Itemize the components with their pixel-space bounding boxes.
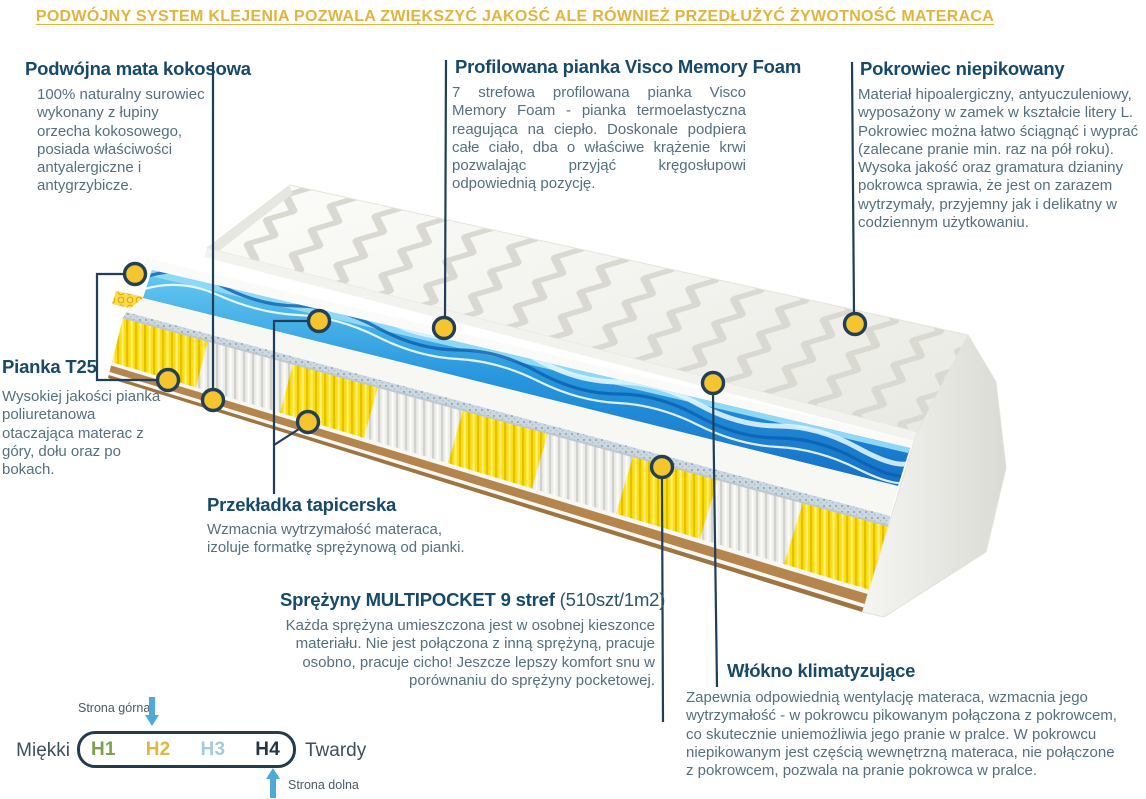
sprezyny-leader-line bbox=[660, 477, 665, 723]
sprezyny-marker bbox=[649, 454, 675, 480]
hardness-h1: H1 bbox=[91, 738, 116, 760]
section-pokrowiec: Pokrowiec niepikowany Materiał hipoalerg… bbox=[858, 58, 1146, 232]
section-kokosowa-title: Podwójna mata kokosowa bbox=[25, 58, 251, 79]
mattress-end-face bbox=[861, 334, 1007, 618]
pokrowiec-marker bbox=[842, 311, 868, 337]
section-przekladka-title: Przekładka tapicerska bbox=[207, 494, 397, 515]
leader-lines bbox=[95, 59, 856, 723]
section-wlokno-body: Zapewnia odpowiednią wentylację materaca… bbox=[686, 689, 1117, 780]
hardness-scale-box: H1 H2 H3 H4 bbox=[77, 731, 296, 768]
section-sprezyny-title-note: (510szt/1m2) bbox=[554, 589, 666, 610]
section-sprezyny-title: Sprężyny MULTIPOCKET 9 stref (510szt/1m2… bbox=[280, 589, 665, 611]
visco-layer bbox=[143, 270, 910, 486]
section-pianka-title: Pianka T25 bbox=[2, 356, 97, 377]
top-banner: PODWÓJNY SYSTEM KLEJENIA POZWALA ZWIĘKSZ… bbox=[35, 8, 995, 25]
profilowana-leader-line bbox=[443, 59, 448, 319]
coir-bottom-edge bbox=[108, 375, 864, 612]
section-sprezyny: Sprężyny MULTIPOCKET 9 stref (510szt/1m2… bbox=[280, 589, 665, 690]
top-side-note: Strona górna bbox=[78, 701, 151, 715]
section-wlokno-title: Włókno klimatyzujące bbox=[727, 660, 916, 681]
wlokno-leader-line bbox=[711, 393, 719, 688]
arrow-up-icon bbox=[266, 768, 280, 798]
arrow-down-icon bbox=[145, 697, 159, 727]
section-kokosowa-body: 100% naturalny surowiec wykonany z łupin… bbox=[37, 86, 205, 195]
section-profilowana: Profilowana pianka Visco Memory Foam 7 s… bbox=[452, 56, 802, 194]
hardness-h4: H4 bbox=[255, 738, 280, 760]
mattress-body bbox=[108, 184, 1007, 618]
section-pianka-body: Wysokiej jakości pianka poliuretanowa ot… bbox=[2, 388, 161, 479]
section-wlokno: Włókno klimatyzujące Zapewnia odpowiedni… bbox=[686, 660, 1120, 780]
layer-markers bbox=[122, 261, 868, 480]
section-sprezyny-body: Każda sprężyna umieszczona jest w osobne… bbox=[285, 617, 655, 689]
przekladka-top-marker bbox=[306, 308, 332, 334]
profilowana-marker bbox=[431, 315, 457, 341]
section-profilowana-body: 7 strefowa profilowana pianka Visco Memo… bbox=[452, 84, 746, 193]
przekladka-leader-line bbox=[272, 319, 309, 494]
foam-band bbox=[126, 298, 898, 516]
kokosowa-marker bbox=[200, 387, 226, 413]
section-przekladka: Przekładka tapicerska Wzmacnia wytrzymał… bbox=[207, 494, 469, 558]
section-przekladka-body: Wzmacnia wytrzymałość materaca, izoluje … bbox=[207, 521, 465, 557]
pianka-leader-bracket bbox=[95, 272, 156, 382]
section-pokrowiec-title: Pokrowiec niepikowany bbox=[860, 58, 1065, 79]
hardness-h3: H3 bbox=[200, 738, 226, 760]
section-pokrowiec-body: Materiał hipoalergiczny, antyuczuleniowy… bbox=[858, 86, 1139, 232]
soft-label: Miękki bbox=[16, 740, 70, 761]
pianka-bottom-marker bbox=[155, 367, 181, 393]
section-pianka: Pianka T25 Wysokiej jakości pianka poliu… bbox=[2, 356, 172, 479]
wlokno-marker bbox=[700, 370, 726, 396]
section-kokosowa: Podwójna mata kokosowa 100% naturalny su… bbox=[25, 58, 251, 196]
pokrowiec-leader-line bbox=[850, 61, 856, 315]
bottom-side-note: Strona dolna bbox=[288, 778, 359, 792]
hard-label: Twardy bbox=[305, 740, 367, 761]
pocket-spring-zones bbox=[112, 317, 888, 590]
insulator-band bbox=[123, 312, 890, 526]
hardness-h2: H2 bbox=[145, 738, 171, 760]
pianka-top-marker bbox=[122, 261, 148, 287]
przekladka-bottom-marker bbox=[295, 409, 321, 435]
section-profilowana-title: Profilowana pianka Visco Memory Foam bbox=[455, 56, 802, 77]
section-sprezyny-title-bold: Sprężyny MULTIPOCKET 9 stref bbox=[280, 589, 555, 610]
